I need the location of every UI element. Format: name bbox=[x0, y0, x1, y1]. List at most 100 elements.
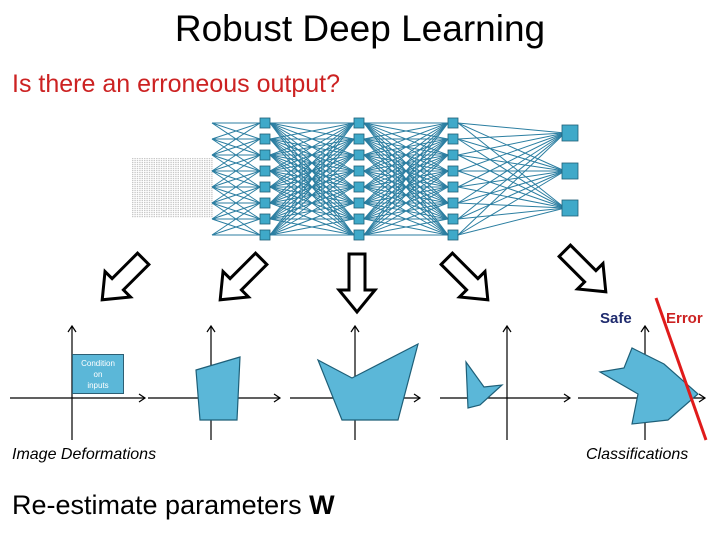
arrow-down-icon bbox=[335, 252, 379, 315]
network-edge bbox=[269, 122, 355, 236]
network-edge bbox=[457, 207, 566, 236]
network-edge bbox=[363, 122, 449, 204]
network-edge bbox=[457, 138, 566, 209]
hidden-node bbox=[353, 117, 365, 129]
network-edge bbox=[269, 138, 355, 236]
network-edge bbox=[363, 122, 449, 172]
network-edge bbox=[211, 218, 261, 236]
network-edge bbox=[211, 138, 261, 156]
hidden-node bbox=[447, 213, 459, 225]
hidden-node bbox=[259, 149, 271, 161]
network-edge bbox=[457, 202, 566, 209]
network-edge bbox=[269, 170, 355, 236]
hidden-node bbox=[447, 165, 459, 177]
condition-line-2: on bbox=[93, 370, 103, 379]
network-edge bbox=[363, 122, 449, 236]
network-edge bbox=[269, 122, 355, 156]
classifications-caption: Classifications bbox=[586, 446, 689, 463]
network-edge bbox=[363, 202, 449, 236]
network-edge bbox=[457, 170, 566, 188]
safe-label: Safe bbox=[600, 310, 632, 327]
network-edge bbox=[269, 122, 355, 172]
condition-line-1: Condition bbox=[81, 359, 115, 368]
output-node bbox=[561, 124, 579, 142]
network-edge bbox=[457, 122, 566, 134]
hidden-node bbox=[447, 117, 459, 129]
classified-shape bbox=[598, 347, 699, 425]
network-edge bbox=[269, 186, 355, 236]
network-edge bbox=[457, 122, 566, 172]
hidden-node bbox=[447, 133, 459, 145]
output-node bbox=[561, 162, 579, 180]
network-edge bbox=[363, 122, 449, 188]
network-edge bbox=[211, 202, 261, 220]
network-edge bbox=[457, 170, 566, 204]
network-edge bbox=[211, 202, 261, 236]
network-edge bbox=[211, 186, 261, 220]
network-edge bbox=[211, 186, 261, 204]
network-edge bbox=[363, 122, 449, 140]
hidden-node bbox=[353, 213, 365, 225]
network-edge bbox=[457, 170, 566, 220]
network-edge bbox=[457, 122, 566, 209]
hidden-node bbox=[353, 197, 365, 209]
hidden-node bbox=[259, 213, 271, 225]
hidden-node bbox=[447, 181, 459, 193]
network-edge bbox=[457, 186, 566, 209]
network-edge bbox=[457, 132, 566, 188]
network-edge bbox=[211, 138, 261, 172]
arrow-down-left-icon bbox=[100, 251, 151, 302]
network-edge bbox=[457, 132, 566, 220]
question-text: Is there an erroneous output? bbox=[12, 70, 341, 98]
network-edge bbox=[269, 202, 355, 236]
network-edge bbox=[457, 154, 566, 209]
hidden-node bbox=[259, 229, 271, 241]
network-edge bbox=[211, 170, 261, 204]
deformed-shape-3 bbox=[465, 360, 504, 409]
hidden-node bbox=[353, 149, 365, 161]
network-edge bbox=[457, 132, 566, 172]
deformation-axes-4 bbox=[440, 324, 572, 440]
network-edge bbox=[269, 154, 355, 236]
network-edge bbox=[363, 122, 449, 220]
network-edge bbox=[457, 154, 566, 172]
arrow-down-right-icon bbox=[439, 251, 490, 302]
arrow-down-left-icon bbox=[218, 251, 269, 302]
network-edge bbox=[457, 132, 566, 204]
network-edge bbox=[269, 122, 355, 204]
network-edge bbox=[363, 218, 449, 236]
network-edge bbox=[269, 122, 355, 220]
network-edge bbox=[457, 138, 566, 172]
network-edge bbox=[363, 122, 449, 156]
network-edge bbox=[211, 122, 261, 156]
network-edge bbox=[363, 138, 449, 236]
network-edge bbox=[457, 132, 566, 236]
network-edge bbox=[363, 186, 449, 236]
hidden-node bbox=[447, 197, 459, 209]
re-estimate-label: Re-estimate parameters bbox=[12, 490, 310, 520]
network-edge bbox=[363, 170, 449, 236]
network-edges bbox=[211, 122, 566, 236]
image-deformations-caption: Image Deformations bbox=[12, 446, 157, 463]
network-nodes bbox=[259, 117, 579, 241]
network-edge bbox=[457, 207, 566, 220]
re-estimate-text: Re-estimate parameters W bbox=[12, 490, 335, 521]
network-edge bbox=[211, 122, 261, 140]
deformed-shape-1 bbox=[195, 356, 241, 421]
network-edge bbox=[269, 218, 355, 236]
network-edge bbox=[211, 154, 261, 172]
hidden-node bbox=[259, 197, 271, 209]
network-edge bbox=[363, 154, 449, 236]
hidden-node bbox=[447, 149, 459, 161]
hidden-node bbox=[259, 181, 271, 193]
hidden-node bbox=[353, 229, 365, 241]
network-edge bbox=[211, 170, 261, 188]
network-edge bbox=[457, 170, 566, 236]
network-edge bbox=[269, 122, 355, 140]
network-edge bbox=[211, 154, 261, 188]
condition-line-3: inputs bbox=[87, 381, 109, 390]
slide-title: Robust Deep Learning bbox=[174, 8, 546, 49]
arrow-down-right-icon bbox=[557, 243, 608, 294]
